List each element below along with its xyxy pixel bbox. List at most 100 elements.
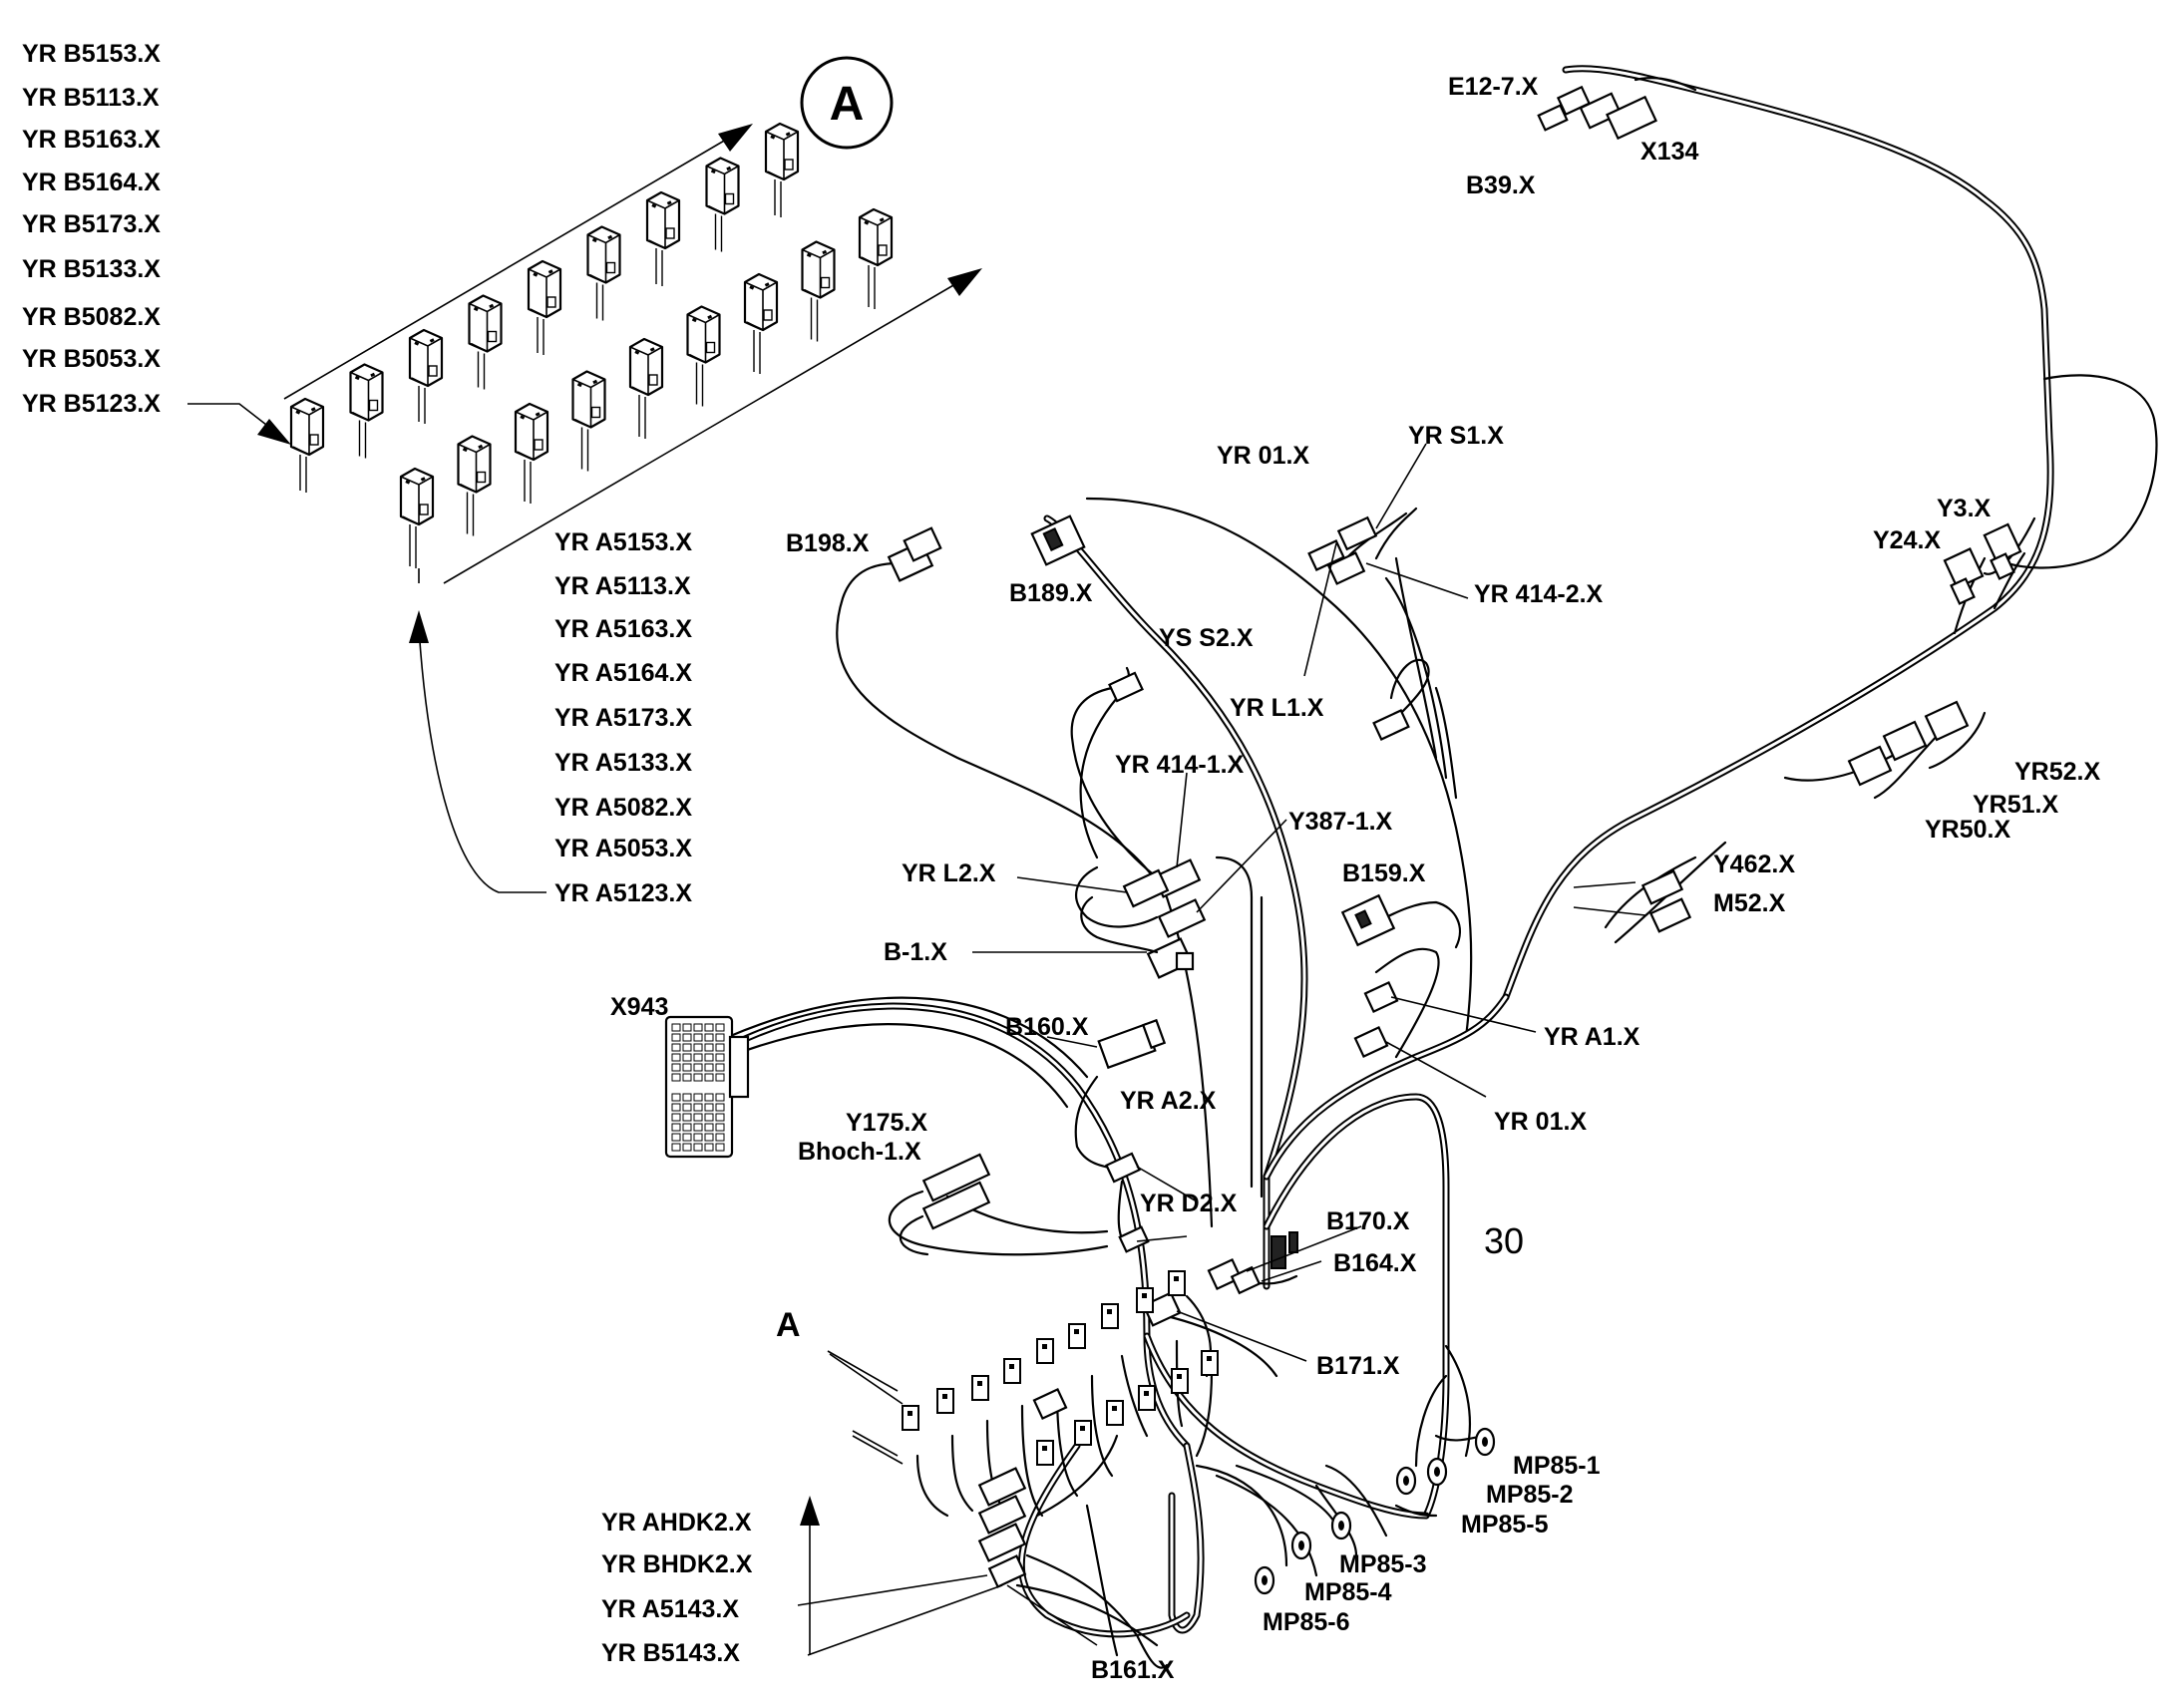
label-b159: B159.X [1342, 859, 1426, 887]
connector-yr-ahdk2 [977, 1467, 1027, 1507]
label-yr-a5164: YR A5164.X [554, 659, 692, 687]
connector-yr52 [1924, 700, 1970, 742]
label-yr-a5153: YR A5153.X [554, 528, 692, 556]
label-yr-l1: YR L1.X [1230, 694, 1324, 722]
label-x134: X134 [1640, 138, 1698, 166]
connector-b160 [1097, 1018, 1167, 1070]
label-yr-b5164: YR B5164.X [22, 169, 161, 196]
label-b198: B198.X [786, 529, 870, 557]
connector-y462 [1640, 869, 1684, 905]
detail-a-plug [743, 272, 779, 374]
label-y175: Y175.X [846, 1109, 927, 1137]
label-bhoch-1: Bhoch-1.X [798, 1138, 921, 1166]
connector-b171 [1142, 1291, 1182, 1327]
label-yr-b5113: YR B5113.X [22, 84, 160, 112]
detail-a-connectors [399, 207, 894, 583]
connector-b39 [1579, 92, 1623, 130]
ring-terminal-mp85-5 [1395, 1466, 1417, 1496]
label-mp85-3: MP85-3 [1339, 1550, 1427, 1578]
detail-a-plug [457, 435, 492, 536]
detail-b-plug [468, 294, 503, 390]
label-yr-bhdk2: YR BHDK2.X [601, 1550, 753, 1578]
connector-x134 [1606, 95, 1657, 141]
detail-a-plug [858, 207, 894, 309]
connector-b189 [1030, 514, 1086, 566]
label-yr-l2: YR L2.X [902, 859, 996, 887]
connector-yr51 [1882, 720, 1928, 762]
ring-terminal-mp85-6 [1254, 1565, 1275, 1595]
connector-yr-s1 [1336, 515, 1378, 551]
connector-x943 [664, 1015, 750, 1159]
harness-wires [724, 65, 2158, 1669]
connector-yr-a1 [1363, 980, 1399, 1014]
label-y387-1: Y387-1.X [1288, 808, 1393, 836]
ring-terminal-mp85-1 [1474, 1427, 1496, 1457]
label-mp85-5: MP85-5 [1461, 1511, 1549, 1538]
label-yr-ahdk2: YR AHDK2.X [601, 1509, 752, 1537]
detail-a-plug [801, 240, 836, 342]
connector-y3 [1983, 522, 2022, 580]
detail-a-plug [514, 402, 549, 504]
connector-yr-a5143 [977, 1523, 1027, 1562]
connector-ys-s2 [1108, 671, 1144, 703]
label-yr-a1: YR A1.X [1544, 1023, 1640, 1051]
label-yr-a5082: YR A5082.X [554, 794, 692, 822]
detail-arrow-lower [443, 273, 973, 584]
label-yr-s1: YR S1.X [1408, 422, 1504, 450]
arrowhead-yr-a5123 [409, 610, 429, 643]
label-y3: Y3.X [1937, 495, 1992, 522]
detail-arrowhead-lower [947, 268, 982, 296]
label-yr-a5133: YR A5133.X [554, 749, 692, 777]
label-yr-b5082: YR B5082.X [22, 303, 161, 331]
detail-circle [800, 56, 894, 150]
label-yr-a2: YR A2.X [1120, 1087, 1217, 1115]
connector-b159 [1340, 893, 1396, 947]
leader-lines [797, 443, 1646, 1656]
connector-yr-b5143 [987, 1554, 1027, 1588]
connector-yr-l1 [1372, 709, 1410, 741]
label-yr-01-top: YR 01.X [1217, 442, 1309, 470]
label-yr-d2: YR D2.X [1140, 1190, 1238, 1217]
label-yr-414-1: YR 414-1.X [1115, 751, 1245, 779]
connector-yr-bhdk2 [977, 1495, 1027, 1535]
detail-b-plug [764, 122, 800, 217]
detail-b-plug [645, 190, 681, 286]
connector-m52 [1648, 897, 1692, 933]
label-y462: Y462.X [1713, 851, 1795, 878]
label-yr-a5053: YR A5053.X [554, 835, 692, 862]
label-yr52: YR52.X [2014, 758, 2100, 786]
connector-yr-d2 [1118, 1225, 1150, 1253]
detail-b-plug [705, 157, 740, 252]
connector-b164 [1230, 1265, 1262, 1295]
label-yr-a5113: YR A5113.X [554, 572, 691, 600]
label-yr51: YR51.X [1973, 791, 2058, 819]
detail-arrow-upper [283, 129, 744, 400]
a-marker-bracket [829, 1353, 904, 1465]
label-b-1: B-1.X [884, 938, 947, 966]
label-mp85-2: MP85-2 [1486, 1481, 1574, 1509]
label-yr-b5123: YR B5123.X [22, 390, 161, 418]
label-yr-b5173: YR B5173.X [22, 210, 161, 238]
detail-a-plug [399, 467, 435, 568]
label-mp85-6: MP85-6 [1263, 1608, 1350, 1636]
connector-group-a [902, 1270, 1219, 1466]
label-yr-01-mid: YR 01.X [1494, 1108, 1587, 1136]
connector-b198 [887, 526, 942, 582]
detail-b-plug [408, 328, 444, 424]
label-ys-s2: YS S2.X [1159, 624, 1254, 652]
connector-b161 [1032, 1387, 1068, 1421]
label-m52: M52.X [1713, 889, 1786, 917]
detail-arrowhead-upper [718, 124, 753, 152]
label-yr-a5143: YR A5143.X [601, 1595, 739, 1623]
connector-b170-plate [1271, 1231, 1298, 1269]
arrowhead-yr-b5123 [257, 419, 291, 445]
detail-b-plug [289, 397, 325, 493]
label-b170: B170.X [1326, 1207, 1410, 1235]
label-yr-b5163: YR B5163.X [22, 126, 161, 154]
label-yr-b5143: YR B5143.X [601, 1639, 740, 1667]
connector-y175 [921, 1153, 991, 1202]
label-b171: B171.X [1316, 1352, 1400, 1380]
detail-b-plug [349, 363, 384, 459]
connector-e12-7 [1537, 85, 1592, 132]
